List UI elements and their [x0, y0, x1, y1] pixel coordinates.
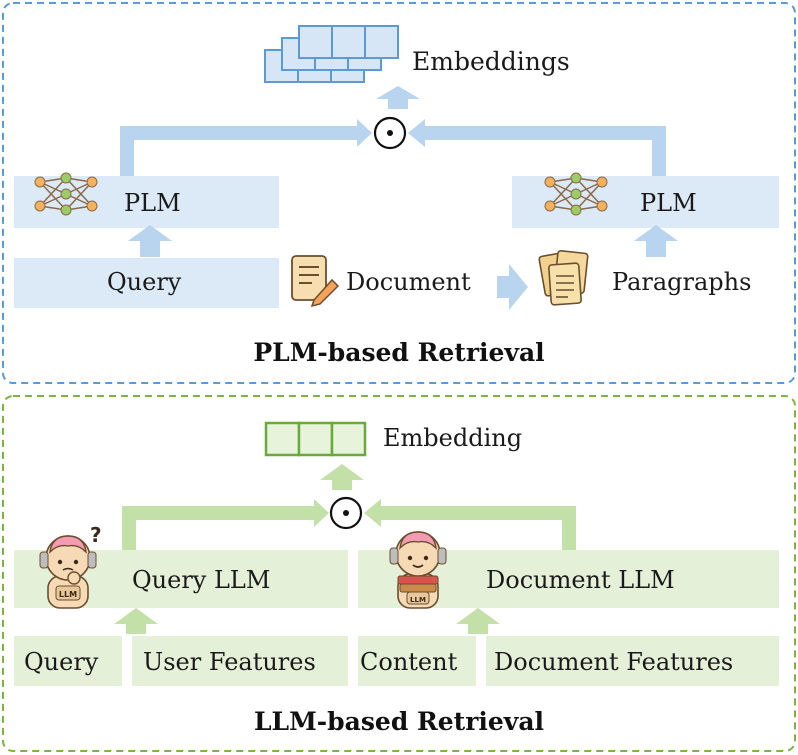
embedding-vector-icon [264, 421, 367, 457]
content-box [358, 636, 476, 686]
plm-up-arrow-embeddings [376, 86, 420, 109]
document-features-label: Document Features [494, 648, 733, 676]
document-llm-label: Document LLM [486, 566, 675, 594]
document-icon [291, 255, 340, 308]
llm-feed-arrows [122, 499, 576, 552]
plm-section: Embeddings PLM PLM [2, 2, 796, 384]
neural-network-icon-right [544, 172, 608, 216]
user-features-box [132, 636, 348, 686]
llm-up-arrow-embedding [320, 464, 364, 490]
plm-feed-arrows [120, 119, 666, 178]
plm-query-label: Query [107, 268, 182, 296]
document-llm-up-arrow [456, 608, 500, 634]
llm-section-border [2, 395, 796, 752]
plm-up-arrow-right [634, 225, 678, 257]
embeddings-stack-icon [264, 25, 399, 83]
thinking-robot-icon: LLM ? [39, 523, 102, 609]
document-features-box [486, 636, 779, 686]
query-llm-label: Query LLM [132, 566, 270, 594]
paragraphs-label: Paragraphs [612, 268, 751, 296]
plm-section-title: PLM-based Retrieval [253, 338, 544, 367]
robot-badge-text-2: LLM [410, 596, 426, 604]
robot-badge-text: LLM [59, 590, 77, 599]
query-llm-up-arrow [114, 608, 158, 634]
plm-right-label: PLM [640, 189, 697, 217]
plm-query-box [14, 258, 279, 308]
plm-up-arrow-left [128, 225, 172, 257]
document-label: Document [346, 268, 471, 296]
question-mark-icon: ? [90, 523, 102, 547]
llm-section-title: LLM-based Retrieval [254, 707, 544, 736]
embeddings-label: Embeddings [412, 47, 570, 76]
neural-network-icon-left [34, 172, 98, 216]
paragraphs-icon [538, 250, 589, 306]
reading-robot-icon: LLM [389, 531, 447, 609]
embedding-label: Embedding [383, 424, 522, 452]
user-features-label: User Features [143, 648, 316, 676]
document-to-paragraphs-arrow [497, 264, 528, 310]
llm-query-box [14, 636, 122, 686]
llm-section: Embedding Query LLM Document LLM [2, 395, 796, 752]
llm-query-label: Query [24, 648, 99, 676]
plm-left-label: PLM [124, 189, 181, 217]
plm-section-border [2, 2, 796, 384]
content-label: Content [360, 648, 458, 676]
